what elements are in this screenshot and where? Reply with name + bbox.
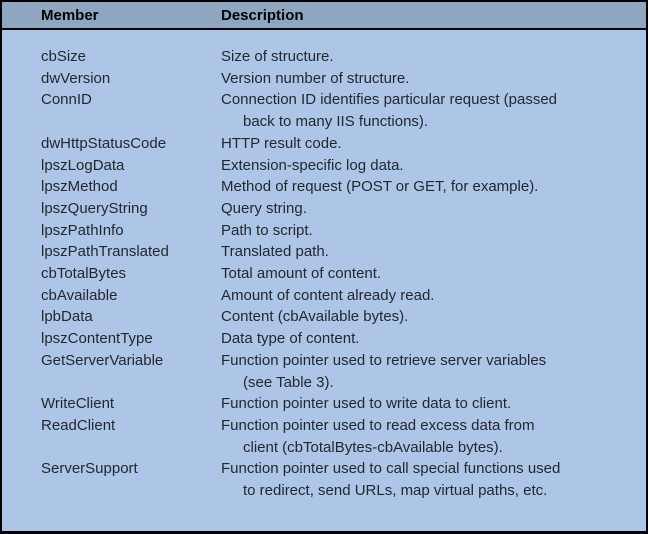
table-row: GetServerVariable Function pointer used t… [41, 350, 638, 393]
table-row: ServerSupport Function pointer used to ca… [41, 458, 638, 501]
description-cell: Total amount of content. [221, 265, 382, 283]
member-cell: GetServerVariable [41, 351, 164, 369]
table-body: cbSize Size of structure. dwVersion Version… [2, 30, 646, 502]
description-cell: Extension-specific log data. [221, 156, 404, 174]
table-row: cbAvailable Amount of content already rea… [41, 285, 638, 307]
member-cell: cbAvailable [41, 286, 118, 304]
description-cell: Function pointer used to retrieve server… [221, 351, 547, 391]
description-cell: Content (cbAvailable bytes). [221, 308, 409, 326]
member-cell: lpszLogData [41, 156, 125, 174]
member-cell: ConnID [41, 91, 92, 109]
member-cell: cbSize [41, 48, 87, 65]
member-cell: lpszQueryString [41, 199, 148, 217]
column-header-member: Member [41, 6, 99, 24]
description-cell: Method of request (POST or GET, for exam… [221, 178, 539, 196]
description-cell: Query string. [221, 199, 307, 217]
member-cell: lpszPathTranslated [41, 243, 169, 261]
member-cell: ReadClient [41, 416, 116, 434]
table-row: WriteClient Function pointer used to writ… [41, 393, 638, 415]
table-row: lpszQueryString Query string. [41, 198, 638, 220]
table-header-row: Member Description [2, 2, 646, 30]
table-row: lpszMethod Method of request (POST or GET… [41, 176, 638, 198]
table-row: lpbData Content (cbAvailable bytes). [41, 306, 638, 328]
table-row: cbTotalBytes Total amount of content. [41, 263, 638, 285]
table-row: lpszPathInfo Path to script. [41, 220, 638, 242]
table-row: ReadClient Function pointer used to read … [41, 415, 638, 458]
member-cell: lpszContentType [41, 330, 153, 348]
member-cell: WriteClient [41, 395, 115, 413]
table-row: lpszPathTranslated Translated path. [41, 241, 638, 263]
table-row: dwHttpStatusCode HTTP result code. [41, 133, 638, 155]
member-cell: lpszPathInfo [41, 221, 124, 239]
description-cell: HTTP result code. [221, 134, 342, 152]
member-cell: cbTotalBytes [41, 265, 127, 283]
description-cell: Connection ID identifies particular requ… [221, 91, 558, 131]
table-row: lpszLogData Extension-specific log data. [41, 155, 638, 177]
table-row: lpszContentType Data type of content. [41, 328, 638, 350]
description-cell: Function pointer used to read excess dat… [221, 416, 535, 456]
table-row: ConnID Connection ID identifies particula… [41, 89, 638, 132]
description-cell: Function pointer used to call special fu… [221, 460, 561, 500]
description-cell: Path to script. [221, 221, 313, 239]
description-cell: Translated path. [221, 243, 329, 261]
description-cell: Amount of content already read. [221, 286, 435, 304]
member-cell: dwVersion [41, 69, 111, 87]
description-cell: Data type of content. [221, 330, 360, 348]
description-cell: Version number of structure. [221, 69, 410, 87]
description-cell: Size of structure. [221, 48, 334, 65]
description-cell: Function pointer used to write data to c… [221, 395, 512, 413]
member-cell: lpszMethod [41, 178, 118, 196]
member-cell: ServerSupport [41, 460, 138, 478]
column-header-description: Description [221, 6, 304, 24]
table-row: dwVersion Version number of structure. [41, 68, 638, 90]
member-cell: lpbData [41, 308, 93, 326]
table-row: cbSize Size of structure. [41, 46, 638, 68]
member-cell: dwHttpStatusCode [41, 134, 167, 152]
